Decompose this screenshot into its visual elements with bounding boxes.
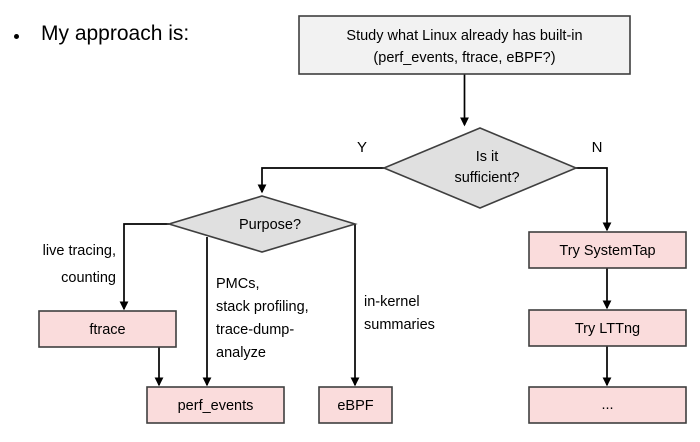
edge-no-to-systemtap [576,167,612,232]
edge-label-mid-branch-line1: PMCs, [216,276,260,292]
bullet-heading-text: My approach is: [41,22,190,45]
node-ebpf-label: eBPF [337,398,373,414]
node-try-systemtap: Try SystemTap [528,231,687,269]
edge-yes-to-purpose [257,167,384,194]
node-is-it-sufficient-line1: Is it [476,149,499,165]
node-start-line1: Study what Linux already has built-in [346,28,582,44]
node-perf-events-label: perf_events [178,398,254,414]
node-is-it-sufficient: Is it sufficient? [381,127,579,209]
edge-label-left-branch: live tracing, counting [43,243,116,286]
edge-label-left-branch-line2: counting [61,270,116,286]
edge-label-left-branch-line1: live tracing, [43,243,116,259]
edge-purpose-to-ftrace [119,223,169,311]
edge-label-mid-branch-line3: trace-dump- [216,322,294,338]
edge-label-right-branch-line2: summaries [364,317,435,333]
node-perf-events: perf_events [146,386,285,424]
edge-label-right-branch-line1: in-kernel [364,294,420,310]
node-is-it-sufficient-line2: sufficient? [454,170,519,186]
node-purpose: Purpose? [166,195,358,253]
node-more: ... [528,386,687,424]
edge-label-mid-branch-line4: analyze [216,345,266,361]
edge-label-yes: Y [357,139,367,156]
node-try-systemtap-label: Try SystemTap [559,243,655,259]
node-start-line2: (perf_events, ftrace, eBPF?) [373,50,555,66]
edge-label-mid-branch: PMCs, stack profiling, trace-dump- analy… [216,276,309,361]
node-try-lttng-label: Try LTTng [575,321,640,337]
edge-label-mid-branch-line2: stack profiling, [216,299,309,315]
node-ftrace: ftrace [38,310,177,348]
bullet-heading: My approach is: [14,22,189,46]
node-purpose-label: Purpose? [239,217,301,233]
node-start: Study what Linux already has built-in (p… [298,15,631,75]
edge-label-no: N [592,139,603,156]
node-more-label: ... [601,397,613,413]
node-try-lttng: Try LTTng [528,309,687,347]
edge-label-right-branch: in-kernel summaries [364,294,435,333]
node-ebpf: eBPF [318,386,393,424]
node-ftrace-label: ftrace [89,322,125,338]
bullet-dot-icon [14,34,19,39]
